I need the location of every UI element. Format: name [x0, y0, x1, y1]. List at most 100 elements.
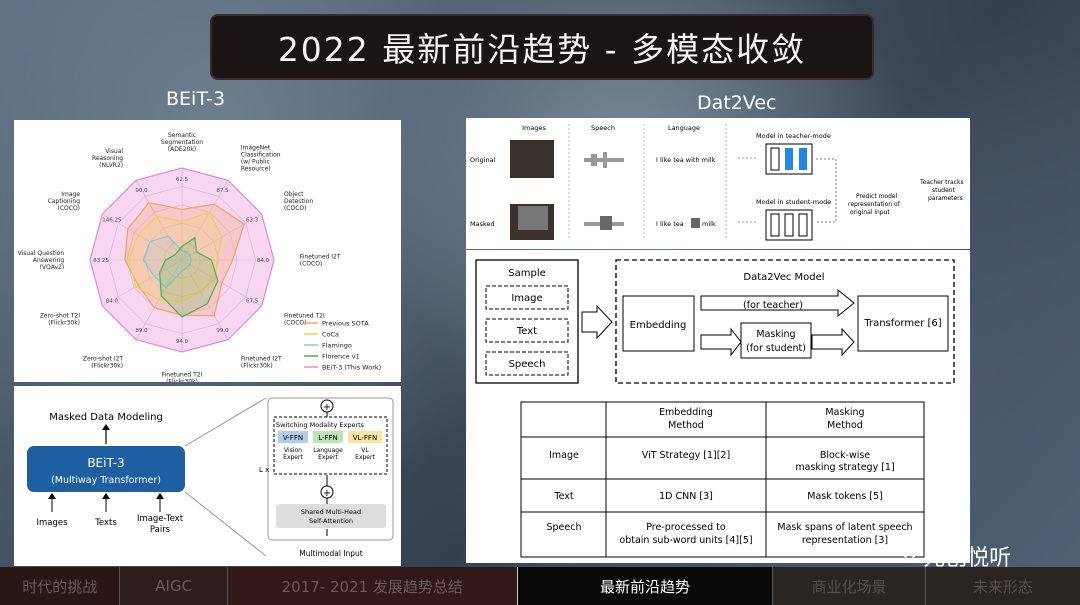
page-title: 2022 最新前沿趋势 - 多模态收敛: [277, 30, 807, 69]
radar-axis-label: (VQAv2): [40, 264, 65, 271]
radar-axis-label: Detection: [284, 198, 313, 205]
legend-label: CoCa: [322, 331, 339, 339]
svg-text:+: +: [323, 488, 331, 499]
radar-axis-label: (NLVR2): [99, 162, 123, 169]
sample-box: [475, 259, 579, 384]
sentence-original: I like tea with milk: [656, 156, 716, 164]
sentence-masked-b: milk: [702, 220, 716, 228]
transformer-box: [857, 295, 949, 352]
radar-axis-label: Resource): [241, 166, 271, 173]
radar-axis-label: (COCO): [58, 205, 81, 212]
sample-text: Text: [516, 326, 537, 337]
title-banner: 2022 最新前沿趋势 - 多模态收敛: [210, 14, 874, 80]
masked-speech-waveform: [584, 216, 624, 230]
watermark: ✿ 元创悦听: [902, 540, 1011, 572]
radar-axis-label: Classification: [241, 152, 281, 159]
radar-axis-label: Finetuned T2I: [284, 312, 325, 319]
svg-text:Embedding: Embedding: [630, 320, 687, 331]
radar-chart: 62.587.563.384.067.599.094.089.084.083.2…: [18, 132, 382, 385]
beit3-box: [27, 446, 185, 492]
nav-item-summary[interactable]: 2017- 2021 发展趋势总结: [226, 567, 517, 605]
radar-axis-label: (Flickr30k): [91, 362, 123, 369]
radar-tick-label: 84.0: [257, 258, 270, 264]
attention-box: [276, 504, 386, 528]
radar-tick-label: 67.5: [246, 298, 259, 304]
predict-text: Predict model: [856, 193, 898, 200]
radar-axis-label: (w/ Public: [241, 159, 270, 166]
radar-tick-label: 146.25: [102, 218, 122, 224]
nav-item-aigc[interactable]: AIGC: [119, 567, 227, 605]
svg-text:Images: Images: [522, 124, 546, 132]
sample-image: Image: [511, 293, 542, 304]
radar-axis-label: Reasoning: [92, 155, 123, 162]
radar-axis-label: (Flickr30k): [166, 378, 198, 382]
mdm-label: Masked Data Modeling: [49, 412, 163, 423]
radar-axis-label: Finetuned I2T: [300, 254, 341, 261]
input-image-text-pairs: Image-Text: [137, 514, 184, 524]
radar-axis-label: ImageNet: [241, 145, 271, 152]
sentence-masked-a: I like tea: [656, 220, 684, 228]
tracks-text: Teacher tracks: [919, 179, 964, 186]
radar-axis-line: [181, 180, 229, 261]
row-original: Original: [470, 156, 496, 164]
nav-item-challenge[interactable]: 时代的挑战: [0, 567, 120, 605]
svg-text:Text: Text: [553, 491, 573, 502]
svg-text:Speech: Speech: [591, 124, 615, 132]
radar-axis-label: (COCO): [300, 261, 323, 268]
svg-text:Mask spans of latent speech: Mask spans of latent speech: [777, 522, 912, 533]
svg-text:Embedding: Embedding: [659, 407, 713, 418]
radar-axis-label: (COCO): [284, 319, 307, 326]
radar-axis-line: [181, 259, 229, 340]
svg-text:Expert: Expert: [283, 454, 303, 461]
svg-text:parameters: parameters: [928, 195, 963, 202]
svg-text:masking strategy [1]: masking strategy [1]: [795, 462, 894, 473]
svg-text:Speech: Speech: [547, 522, 582, 533]
radar-tick-label: 83.25: [93, 258, 109, 264]
svg-text:ViT Strategy [1][2]: ViT Strategy [1][2]: [642, 450, 730, 461]
sample-speech: Speech: [509, 359, 546, 370]
svg-text:(for student): (for student): [746, 343, 806, 354]
model-title: Data2Vec Model: [743, 272, 824, 283]
legend-label: Flamingo: [322, 342, 352, 350]
wechat-icon: ✿: [902, 545, 918, 567]
data2vec-model-panel: Sample Image Text Speech Data2Vec Model …: [466, 250, 970, 563]
student-mode: Model in student-mode: [756, 198, 831, 206]
dog-image: [510, 140, 554, 178]
radar-tick-label: 84.0: [106, 298, 119, 304]
sample-label: Sample: [508, 268, 546, 279]
model-box: [615, 259, 955, 384]
legend-label: Previous SOTA: [322, 320, 369, 328]
svg-text:Self-Attention: Self-Attention: [309, 517, 353, 525]
svg-text:V-FFN: V-FFN: [283, 434, 303, 442]
svg-text:Pre-processed to: Pre-processed to: [646, 522, 726, 533]
nav-item-future[interactable]: 未来形态: [924, 567, 1080, 605]
radar-axis-label: Finetuned T2I: [162, 371, 203, 378]
radar-axis-label: Image: [61, 191, 80, 198]
radar-axis-label: (Flickr30k): [241, 362, 273, 369]
bottom-nav: 时代的挑战 AIGC 2017- 2021 发展趋势总结 最新前沿趋势 商业化场…: [0, 567, 1080, 605]
switching-box: [273, 416, 388, 475]
radar-axis-label: Visual Question: [18, 250, 65, 257]
svg-text:Block-wise: Block-wise: [820, 450, 870, 461]
beit3-title: BEiT-3: [87, 456, 124, 470]
svg-text:original input: original input: [850, 209, 890, 216]
svg-text:Mask tokens [5]: Mask tokens [5]: [807, 491, 882, 502]
radar-series-2: [128, 211, 223, 303]
dat2vec-label: Dat2Vec: [697, 92, 777, 114]
radar-tick-label: 63.3: [246, 218, 259, 224]
radar-axis-label: Segmentation: [161, 139, 203, 146]
teacher-label: (for teacher): [743, 300, 803, 311]
radar-tick-label: 89.0: [135, 328, 148, 334]
svg-text:obtain sub-word units [4][5]: obtain sub-word units [4][5]: [619, 535, 752, 546]
radar-axis-line: [102, 213, 183, 261]
data2vec-overview: Images Speech Language Original Masked I…: [466, 118, 970, 249]
radar-axis-label: Answering: [33, 257, 65, 264]
v-ffn: [278, 431, 308, 443]
radar-axis-label: Zero-shot T2I: [40, 312, 80, 319]
row-masked: Masked: [470, 220, 495, 228]
radar-axis-label: (COCO): [284, 205, 307, 212]
nav-item-business[interactable]: 商业化场景: [772, 567, 925, 605]
nav-item-frontier[interactable]: 最新前沿趋势: [516, 567, 773, 605]
radar-axis-line: [102, 259, 183, 307]
beit3-label: BEiT-3: [166, 88, 226, 110]
